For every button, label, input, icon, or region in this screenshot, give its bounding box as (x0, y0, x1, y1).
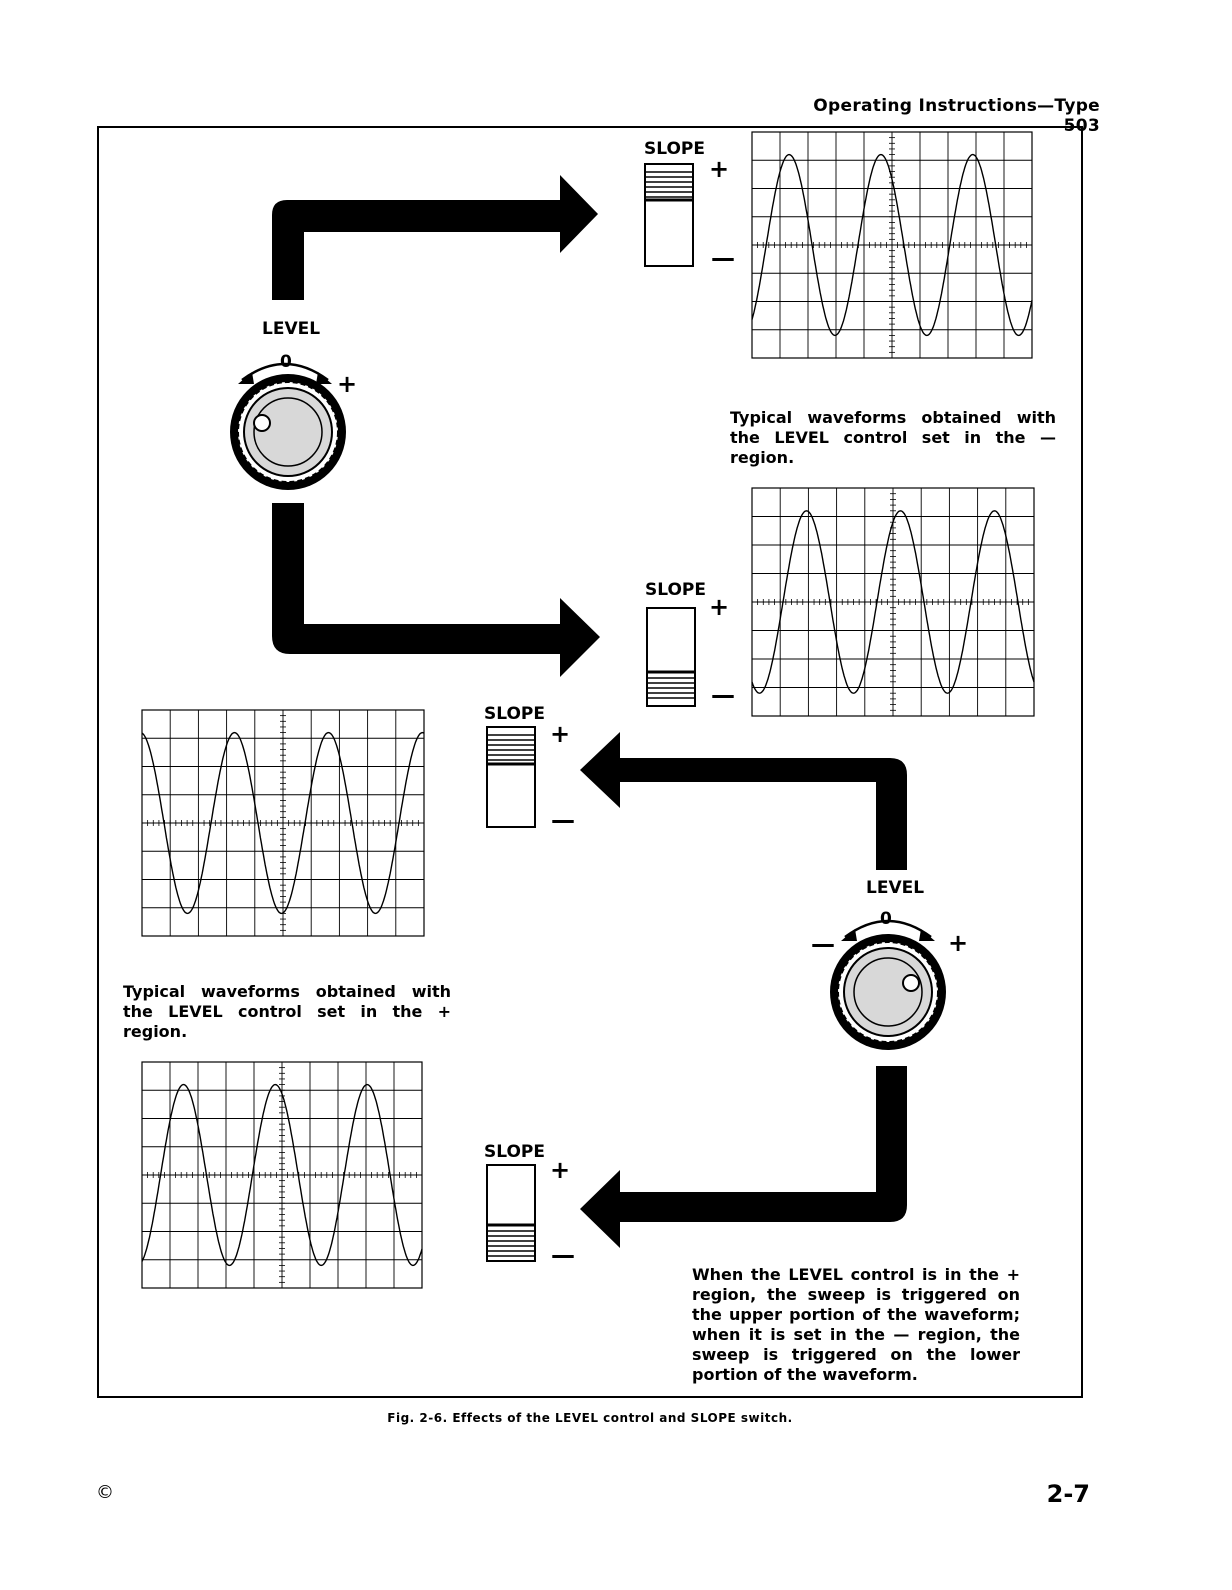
figure-caption: Fig. 2-6. Effects of the LEVEL control a… (387, 1411, 793, 1425)
arrow-top-right (272, 175, 598, 300)
slope-plus-1: + (709, 155, 730, 183)
slope-switch-1-plus (644, 163, 694, 267)
slope-plus-3: + (550, 720, 571, 748)
figure-frame (97, 126, 1083, 1398)
slope-label-2: SLOPE (645, 580, 706, 600)
slope-plus-4: + (550, 1156, 571, 1184)
dial-minus-right: — (811, 930, 835, 958)
dial-zero-right: 0 (880, 909, 892, 929)
arrow-middle-right (272, 503, 600, 677)
slope-label-4: SLOPE (484, 1142, 545, 1162)
slope-minus-3: — (551, 806, 575, 834)
arrow-bottom-left (580, 1066, 907, 1248)
caption-minus-region: Typical waveforms obtained with the LEVE… (730, 408, 1056, 467)
slope-plus-2: + (709, 593, 730, 621)
level-label-left: LEVEL (262, 319, 321, 339)
slope-switch-4-minus (486, 1164, 536, 1262)
level-label-right: LEVEL (866, 878, 925, 898)
slope-minus-1: — (711, 244, 735, 272)
slope-minus-2: — (711, 681, 735, 709)
dial-plus-left: + (337, 370, 358, 398)
caption-plus-region: Typical waveforms obtained with the LEVE… (123, 982, 451, 1041)
copyright-symbol: © (96, 1482, 114, 1503)
scope-display-4 (141, 1061, 423, 1289)
scope-display-3 (141, 709, 425, 937)
slope-label-3: SLOPE (484, 704, 545, 724)
slope-minus-4: — (551, 1241, 575, 1269)
slope-switch-3-plus (486, 726, 536, 828)
level-dial-left (230, 362, 346, 490)
arrow-middle-left (580, 732, 907, 870)
waveform-trace (141, 731, 425, 915)
slope-switch-2-minus (646, 607, 696, 707)
scope-display-1 (751, 131, 1033, 359)
page-number: 2-7 (1046, 1480, 1090, 1508)
caption-explanation: When the LEVEL control is in the + regio… (692, 1265, 1020, 1384)
scope-display-2 (751, 487, 1035, 717)
slope-label-1: SLOPE (644, 139, 705, 159)
waveform-trace (751, 153, 1033, 337)
dial-zero-left: 0 (280, 352, 292, 372)
waveform-trace (141, 1083, 423, 1267)
level-dial-right (830, 919, 946, 1050)
waveform-trace (751, 510, 1035, 694)
dial-plus-right: + (948, 929, 969, 957)
